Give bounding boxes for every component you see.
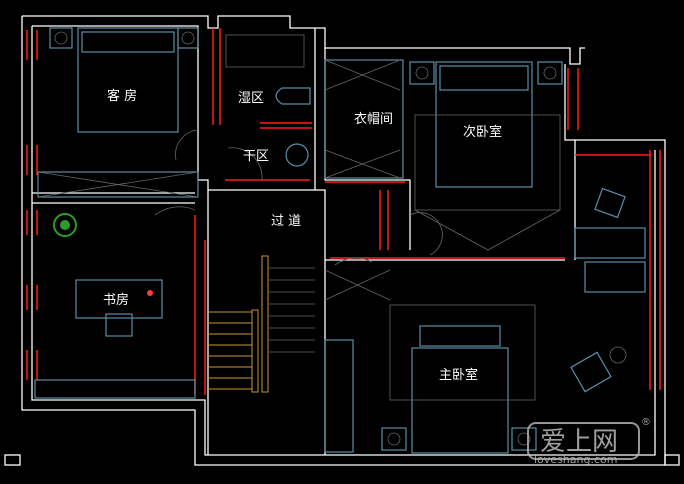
watermark-site: loveshang.com xyxy=(534,453,617,466)
label-corridor: 过 道 xyxy=(271,214,301,229)
furniture xyxy=(34,27,646,454)
label-guest-room: 客 房 xyxy=(107,88,137,104)
label-study: 书房 xyxy=(103,292,129,308)
label-master-bedroom: 主卧室 xyxy=(439,367,478,383)
label-cloakroom: 衣帽间 xyxy=(354,111,393,127)
label-wet-zone: 湿区 xyxy=(238,91,264,106)
staircase xyxy=(208,255,315,393)
windows xyxy=(26,28,661,395)
watermark: 爱上网 loveshang.com ® xyxy=(527,417,651,466)
watermark-registered: ® xyxy=(641,417,651,428)
label-dry-zone: 干区 xyxy=(243,149,269,164)
label-second-bedroom: 次卧室 xyxy=(463,124,502,140)
watermark-logo: 爱上网 xyxy=(540,427,618,457)
door-swings xyxy=(154,129,443,266)
